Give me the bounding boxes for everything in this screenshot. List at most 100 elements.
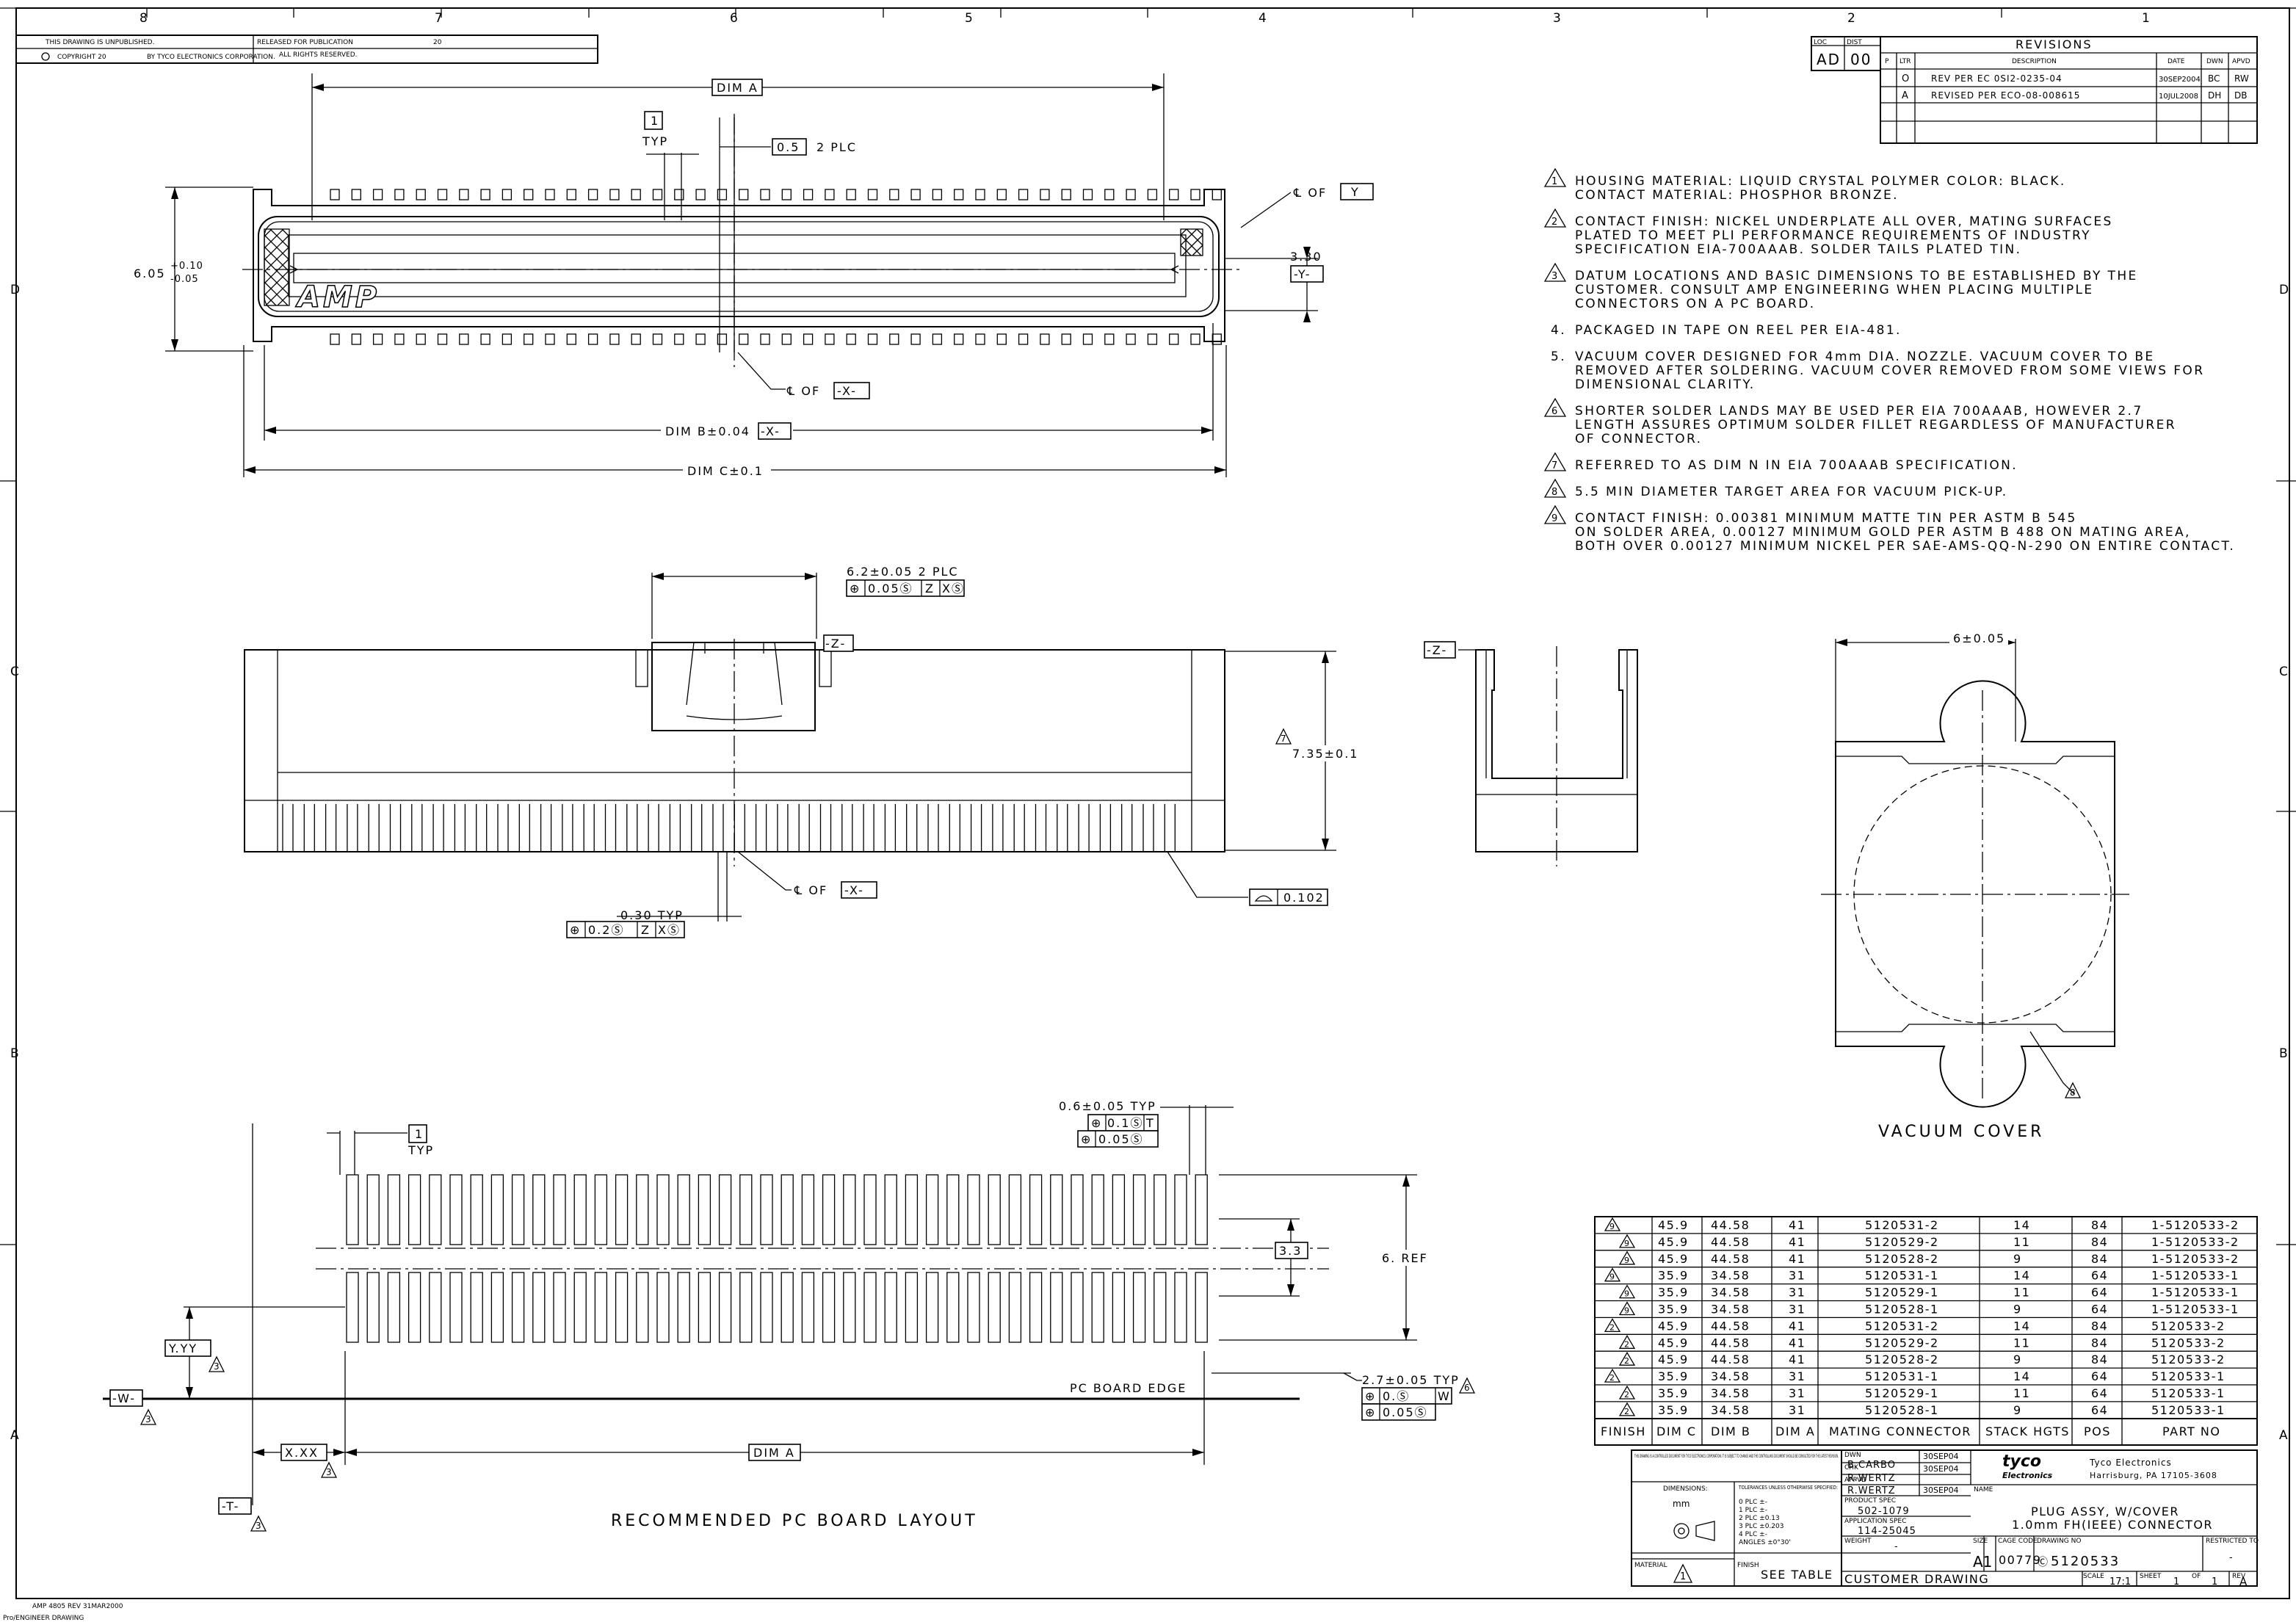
rev-row-1-apvd: RW — [2234, 73, 2249, 84]
amp-logo: AMP — [295, 280, 380, 314]
title-line-1: PLUG ASSY, W/COVER — [2031, 1505, 2179, 1518]
front-cl-x-prefix: ℄ OF — [794, 883, 827, 897]
rev-row-2-desc: REVISED PER ECO-08-008615 — [1931, 90, 2080, 101]
title-chk-date: 30SEP04 — [1923, 1464, 1959, 1474]
parts-cell-c: 35.9 — [1658, 1269, 1689, 1283]
title-material-label: MATERIAL — [1634, 1562, 1667, 1569]
title-weight-label: WEIGHT — [1844, 1538, 1872, 1545]
title-company-name: Tyco Electronics — [2089, 1458, 2172, 1468]
title-scale: 17:1 — [2110, 1576, 2131, 1587]
title-rev: A — [2239, 1575, 2248, 1588]
parts-cell-stack: 14 — [2013, 1319, 2030, 1333]
rev-row-2-dwn: DH — [2208, 90, 2221, 101]
tolerance-row: 0 PLC ±- — [1739, 1499, 1767, 1506]
front-fcf-1: ⊕ 0.05Ⓢ Z XⓈ — [846, 579, 965, 597]
parts-row-flag: 2 — [1624, 1390, 1629, 1400]
parts-row-flag: 9 — [1624, 1256, 1629, 1265]
tolerance-rows: 0 PLC ±-1 PLC ±-2 PLC ±0.133 PLC ±0.2034… — [1739, 1499, 1791, 1546]
parts-cell-b: 44.58 — [1711, 1353, 1750, 1366]
top-y-box: Y — [1350, 185, 1360, 199]
title-drawing-no-label: DRAWING NO — [2037, 1538, 2081, 1545]
parts-row-flag: 2 — [1609, 1322, 1615, 1332]
note-flag-number: 8 — [1551, 487, 1557, 498]
parts-cell-mate: 5120531-2 — [1865, 1319, 1939, 1333]
grid-col-5: 5 — [965, 11, 973, 26]
front-fcf-2: ⊕ 0.2Ⓢ Z XⓈ — [566, 921, 685, 938]
parts-cell-stack: 14 — [2013, 1269, 2030, 1283]
parts-cell-part: 1-5120533-2 — [2151, 1218, 2239, 1232]
note-line: HOUSING MATERIAL: LIQUID CRYSTAL POLYMER… — [1575, 174, 2066, 189]
fcf-tolerance: 0.2Ⓢ — [588, 923, 624, 937]
parts-cell-c: 35.9 — [1658, 1403, 1689, 1417]
title-chk-label: CHK — [1844, 1464, 1859, 1471]
pcb-xxx: X.XX — [285, 1446, 319, 1460]
pcb-w-datum: -W- — [112, 1391, 136, 1405]
rev-row-2-apvd: DB — [2234, 90, 2247, 101]
parts-row-flag: 2 — [1624, 1339, 1629, 1349]
note-line: VACUUM COVER DESIGNED FOR 4mm DIA. NOZZL… — [1575, 350, 2155, 364]
pcb-06-typ: 0.6±0.05 TYP — [1059, 1099, 1156, 1113]
grid-row-b-right: B — [2279, 1046, 2288, 1061]
loc-label: LOC — [1814, 39, 1827, 46]
parts-cell-b: 34.58 — [1711, 1369, 1750, 1383]
pcb-33: 3.3 — [1279, 1244, 1302, 1258]
title-product-spec-label: PRODUCT SPEC — [1844, 1497, 1896, 1505]
pcb-w-flag: 3 — [145, 1414, 151, 1424]
parts-cell-a: 41 — [1789, 1336, 1806, 1350]
top-cl-y-prefix: ℄ OF — [1293, 186, 1327, 200]
footer-line-2: Pro/ENGINEER DRAWING — [3, 1615, 84, 1622]
title-appvd-name: R.WERTZ — [1847, 1485, 1896, 1496]
title-drawing-no: 5120533 — [2051, 1554, 2120, 1569]
front-z-datum: -Z- — [825, 637, 846, 651]
title-units: mm — [1673, 1499, 1690, 1509]
dist-value: 00 — [1850, 51, 1872, 68]
parts-cell-b: 34.58 — [1711, 1286, 1750, 1300]
parts-cell-part: 5120533-1 — [2151, 1369, 2226, 1383]
header-strip: THIS DRAWING IS UNPUBLISHED. RELEASED FO… — [15, 35, 598, 64]
top-dim-b-x-datum: -X- — [761, 424, 781, 438]
parts-head-dim-c: DIM C — [1656, 1424, 1697, 1438]
front-6-2: 6.2±0.05 2 PLC — [847, 565, 959, 579]
parts-cell-b: 44.58 — [1711, 1218, 1750, 1232]
parts-cell-part: 5120533-1 — [2151, 1403, 2226, 1417]
grid-col-4: 4 — [1259, 11, 1267, 26]
tolerance-row: 3 PLC ±0.203 — [1739, 1523, 1783, 1530]
parts-cell-b: 44.58 — [1711, 1252, 1750, 1266]
title-appvd-date: 30SEP04 — [1923, 1485, 1959, 1495]
parts-cell-mate: 5120531-1 — [1865, 1369, 1939, 1383]
parts-cell-pos: 64 — [2091, 1386, 2108, 1400]
rev-row-2-date: 10JUL2008 — [2159, 93, 2198, 101]
top-pin-teeth — [330, 189, 1222, 345]
title-fine-print: THIS DRAWING IS A CONTROLLED DOCUMENT FO… — [1634, 1454, 1839, 1459]
parts-cell-a: 31 — [1789, 1303, 1806, 1317]
parts-cell-stack: 14 — [2013, 1369, 2030, 1383]
top-typ-label: TYP — [642, 134, 668, 148]
top-y-datum: -Y- — [1294, 267, 1311, 281]
parts-cell-a: 31 — [1789, 1286, 1806, 1300]
note-line: 5.5 MIN DIAMETER TARGET AREA FOR VACUUM … — [1575, 485, 2008, 499]
note-flag-number: 1 — [1551, 176, 1557, 187]
pcb-fcf-b: ⊕ 0.05Ⓢ — [1077, 1130, 1159, 1148]
title-of: 1 — [2212, 1576, 2217, 1587]
grid-row-c-right: C — [2279, 665, 2288, 679]
title-tol-title: TOLERANCES UNLESS OTHERWISE SPECIFIED: — [1738, 1485, 1838, 1491]
note-line: LENGTH ASSURES OPTIMUM SOLDER FILLET REG… — [1575, 418, 2176, 432]
note-item: 5.VACUUM COVER DESIGNED FOR 4mm DIA. NOZ… — [1551, 350, 2203, 392]
top-dim-b: DIM B±0.04 — [665, 424, 750, 438]
vacuum-cover-view: 6±0.05 8 VACUUM COVER — [1821, 631, 2129, 1141]
parts-row-flag: 2 — [1624, 1356, 1629, 1366]
parts-cell-c: 45.9 — [1658, 1218, 1689, 1232]
title-material-flag: 1 — [1680, 1571, 1686, 1582]
rev-head-p: P — [1885, 58, 1889, 65]
parts-cell-a: 41 — [1789, 1252, 1806, 1266]
fcf-tolerance: 0.05Ⓢ — [1383, 1405, 1428, 1419]
fcf-datum-1: Z — [925, 582, 935, 595]
note-line: CONTACT FINISH: NICKEL UNDERPLATE ALL OV… — [1575, 214, 2113, 229]
pcb-27-typ: 2.7±0.05 TYP — [1362, 1373, 1460, 1387]
parts-cell-c: 35.9 — [1658, 1386, 1689, 1400]
top-height-tol-plus: +0.10 — [170, 261, 203, 272]
